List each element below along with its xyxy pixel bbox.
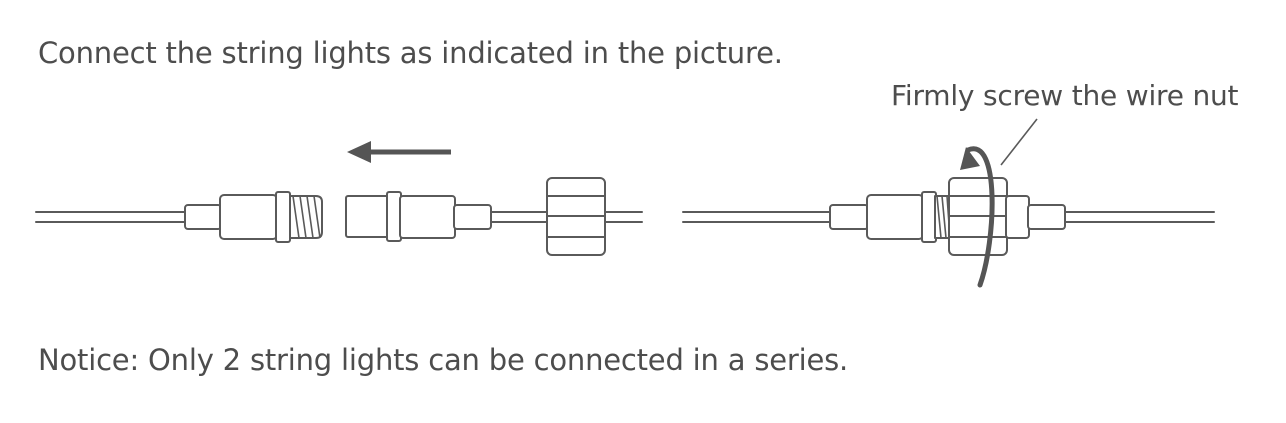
notice-text: Notice: Only 2 string lights can be conn… [38,343,849,377]
connected-assembly [682,146,1215,288]
connected-male-boot [829,204,869,230]
male-boot [184,204,222,230]
female-sleeve [345,195,389,238]
callout-leader-line [1000,118,1038,166]
male-collar [275,191,291,243]
male-body [219,194,278,240]
connected-thread [934,195,951,239]
connected-male-body [866,194,924,240]
connected-male-collar [921,191,937,243]
female-body [399,195,456,239]
instruction-text: Connect the string lights as indicated i… [38,36,783,70]
female-boot [453,204,492,230]
connected-female-body [1005,195,1030,239]
wire-nut-callout: Firmly screw the wire nut [891,79,1239,112]
rotate-arrow-icon [960,146,995,288]
connected-wire-nut [948,177,1008,256]
connected-female-boot [1027,204,1066,230]
female-collar [386,191,402,242]
male-thread [289,195,323,239]
push-direction-arrow-icon [347,141,451,163]
wire-nut [546,177,606,256]
female-connector-assembly [345,177,643,256]
male-connector-assembly [35,191,323,243]
